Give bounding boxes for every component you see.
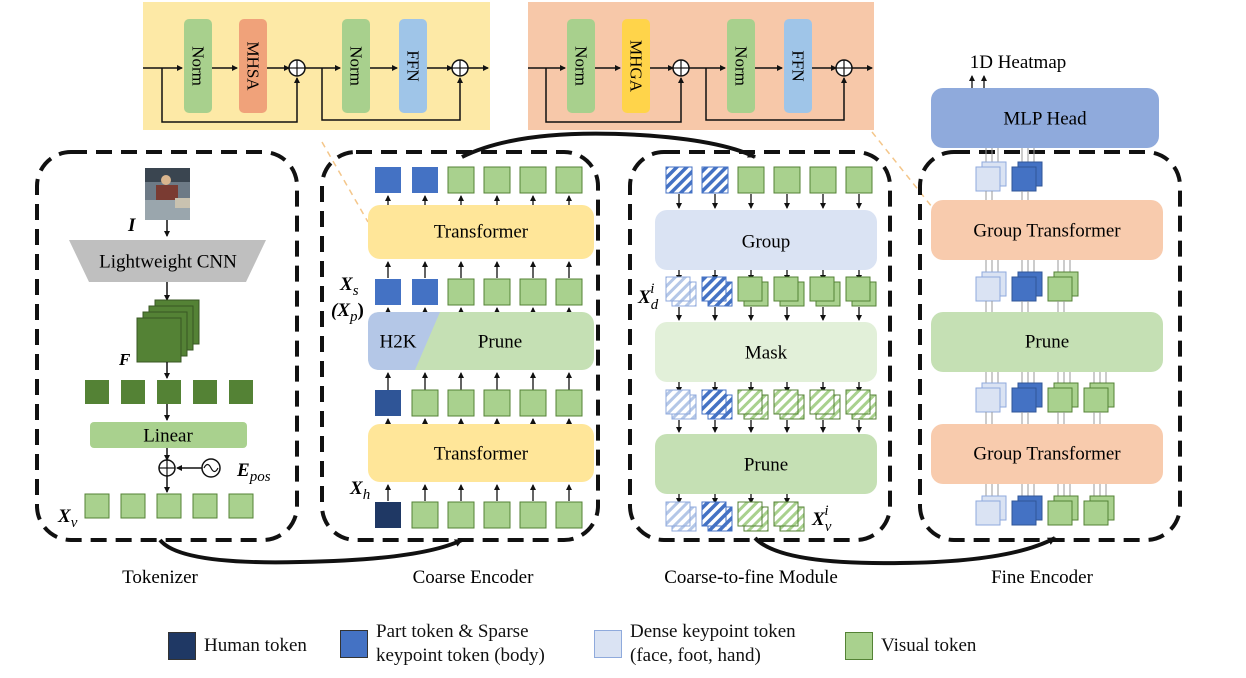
token-row-stacked (665, 389, 877, 420)
coarse-to-fine-caption: Coarse-to-fine Module (664, 567, 838, 588)
flow-arrow (753, 536, 1056, 566)
svg-text:Group: Group (742, 232, 791, 253)
svg-text:Mask: Mask (745, 343, 788, 364)
svg-text:Norm: Norm (572, 46, 591, 86)
input-image (145, 168, 190, 220)
svg-text:Linear: Linear (143, 426, 193, 447)
legend-visual-token: Visual token (845, 632, 976, 660)
svg-text:FFN: FFN (404, 50, 423, 81)
xv-label: Xv (57, 506, 78, 531)
part-token-swatch (340, 630, 368, 658)
group-block (655, 210, 877, 270)
token-row-stacked (665, 501, 805, 532)
linear-block (90, 422, 247, 448)
legend-dense-token: Dense keypoint token (face, foot, hand) (594, 620, 796, 668)
fine-encoder-caption: Fine Encoder (991, 567, 1094, 588)
visual-tokens (84, 493, 254, 519)
prune-block (931, 312, 1163, 372)
norm-block (727, 19, 755, 113)
token-row (665, 166, 873, 194)
human-token-swatch (168, 632, 196, 660)
legend: Human token Part token & Sparse keypoint… (0, 612, 1246, 672)
svg-text:Norm: Norm (347, 46, 366, 86)
tokenizer-caption: Tokenizer (122, 567, 198, 588)
xd-label: Xdi (637, 281, 659, 313)
coarse-to-fine-panel: Group Xdi (628, 150, 892, 588)
group-transformer-block (931, 200, 1163, 260)
feature-symbol: F (118, 350, 131, 369)
mlp-head-block (931, 88, 1159, 148)
mhga-block (622, 19, 650, 113)
svg-text:Prune: Prune (744, 455, 788, 476)
group-transformer-block (931, 424, 1163, 484)
tokenizer-panel: I Lightweight CNN F Linear (35, 150, 299, 588)
svg-text:MHGA: MHGA (627, 40, 646, 93)
svg-text:Prune: Prune (1025, 332, 1069, 353)
transformer-block (368, 424, 594, 482)
dense-token-swatch (594, 630, 622, 658)
token-row (375, 166, 583, 194)
architecture-diagram: Norm MHSA Norm FFN Norm MHGA (35, 2, 1182, 588)
flow-arrow (461, 131, 756, 159)
mhsa-block (239, 19, 267, 113)
token-row-stacked (975, 382, 1115, 413)
ffn-block (784, 19, 812, 113)
token-row-stacked (665, 276, 877, 307)
svg-text:Lightweight CNN: Lightweight CNN (99, 252, 237, 273)
norm-block (342, 19, 370, 113)
svg-text:H2K: H2K (380, 332, 417, 353)
ffn-block (399, 19, 427, 113)
svg-text:Transformer: Transformer (434, 222, 529, 243)
svg-text:FFN: FFN (789, 50, 808, 81)
svg-text:MHSA: MHSA (244, 41, 263, 91)
svg-text:Norm: Norm (189, 46, 208, 86)
svg-text:Group Transformer: Group Transformer (973, 221, 1121, 242)
legend-human-token: Human token (168, 632, 307, 660)
transformer-block (368, 205, 594, 259)
image-symbol: I (127, 215, 136, 236)
token-row (375, 501, 583, 529)
norm-block (567, 19, 595, 113)
token-row-stacked (975, 271, 1079, 302)
token-row-stacked (975, 495, 1115, 526)
prune-block (655, 434, 877, 494)
token-row (375, 278, 583, 306)
mhsa-transformer-block: Norm MHSA Norm FFN (143, 2, 490, 130)
token-row (375, 389, 583, 417)
feature-maps (136, 299, 200, 363)
norm-block (184, 19, 212, 113)
zoom-line (321, 141, 369, 223)
svg-text:MLP Head: MLP Head (1003, 109, 1087, 130)
cnn-block (69, 240, 266, 282)
token-row-stacked (975, 161, 1043, 192)
svg-text:Transformer: Transformer (434, 444, 529, 465)
fine-encoder-panel: 1D Heatmap MLP Head Group (918, 52, 1182, 588)
xs-label: Xs (339, 274, 359, 299)
visual-token-swatch (845, 632, 873, 660)
xh-label: Xh (349, 478, 370, 503)
svg-text:Group Transformer: Group Transformer (973, 444, 1121, 465)
svg-text:Prune: Prune (478, 332, 522, 353)
legend-part-token: Part token & Sparse keypoint token (body… (340, 620, 545, 668)
coarse-encoder-caption: Coarse Encoder (413, 567, 534, 588)
output-label: 1D Heatmap (970, 52, 1067, 73)
xp-label: (Xp) (331, 300, 364, 325)
pos-embedding-label: Epos (236, 460, 271, 485)
xvi-label: Xvi (811, 503, 832, 535)
feature-tokens (85, 380, 253, 404)
h2k-prune-block (368, 312, 594, 370)
mask-block (655, 322, 877, 382)
zoom-line (871, 131, 937, 213)
coarse-encoder-panel: Transformer Xs (Xp) (320, 150, 600, 588)
mhga-transformer-block: Norm MHGA Norm FFN (528, 2, 874, 130)
flow-arrow (158, 538, 463, 565)
svg-text:Norm: Norm (732, 46, 751, 86)
